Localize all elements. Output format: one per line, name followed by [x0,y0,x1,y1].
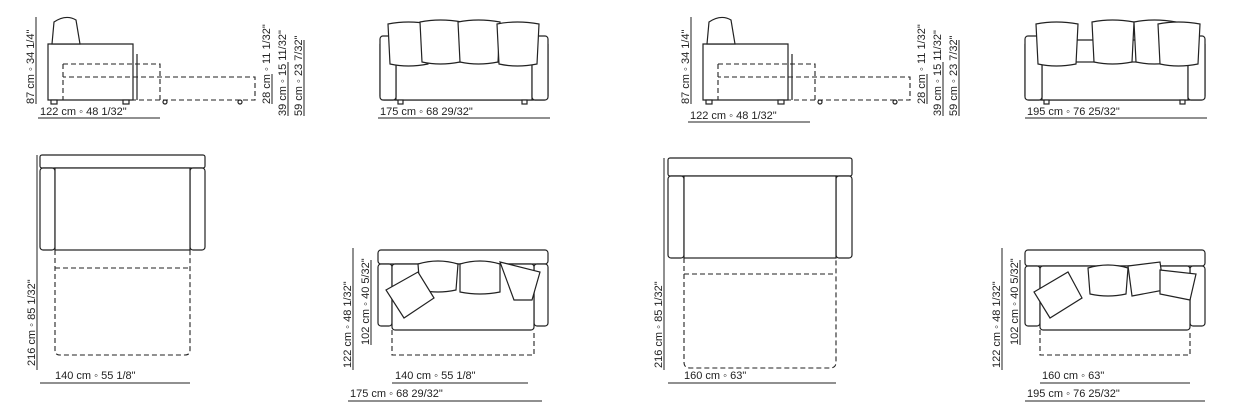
plan-open-b: 216 cm ◦ 85 1/32" 160 cm ◦ 63" [653,157,853,384]
length-label: 216 cm ◦ 85 1/32" [26,279,38,366]
h1-label: 28 cm ◦ 11 1/32" [916,24,928,104]
height-label: 87 cm ◦ 34 1/4" [680,29,692,104]
plan-closed-b: 122 cm ◦ 48 1/32" 102 cm ◦ 40 5/32" 160 … [991,248,1206,402]
side-view-b: 87 cm ◦ 34 1/4" 122 cm ◦ 48 1/32" 28 cm … [680,16,960,123]
h2-label: 39 cm ◦ 15 11/32" [277,30,289,116]
width-label: 175 cm ◦ 68 29/32" [350,388,443,400]
depth-label: 122 cm ◦ 48 1/32" [690,110,777,122]
height-label: 87 cm ◦ 34 1/4" [25,29,37,104]
side-view-a: 87 cm ◦ 34 1/4" 122 cm ◦ 48 1/32" 28 cm … [25,16,305,119]
bed-width-label: 140 cm ◦ 55 1/8" [55,370,136,382]
h3-label: 59 cm ◦ 23 7/32" [293,35,305,116]
depth-label: 122 cm ◦ 48 1/32" [342,281,354,368]
seat-depth-label: 102 cm ◦ 40 5/32" [360,258,372,345]
width-label: 195 cm ◦ 76 25/32" [1027,106,1120,118]
depth-label: 122 cm ◦ 48 1/32" [991,281,1003,368]
plan-open-a: 216 cm ◦ 85 1/32" 140 cm ◦ 55 1/8" [26,154,206,384]
front-view-b: 195 cm ◦ 76 25/32" [1024,19,1207,119]
h2-label: 39 cm ◦ 15 11/32" [932,30,944,116]
depth-label: 122 cm ◦ 48 1/32" [40,106,127,118]
h3-label: 59 cm ◦ 23 7/32" [948,35,960,116]
bed-width-label: 140 cm ◦ 55 1/8" [395,370,476,382]
width-label: 195 cm ◦ 76 25/32" [1027,388,1120,400]
bed-width-label: 160 cm ◦ 63" [684,370,746,382]
front-view-a: 175 cm ◦ 68 29/32" [378,19,550,119]
h1-label: 28 cm ◦ 11 1/32" [261,24,273,104]
bed-width-label: 160 cm ◦ 63" [1042,370,1104,382]
width-label: 175 cm ◦ 68 29/32" [380,106,473,118]
length-label: 216 cm ◦ 85 1/32" [653,281,665,368]
plan-closed-a: 122 cm ◦ 48 1/32" 102 cm ◦ 40 5/32" 140 … [342,248,549,402]
seat-depth-label: 102 cm ◦ 40 5/32" [1009,258,1021,345]
